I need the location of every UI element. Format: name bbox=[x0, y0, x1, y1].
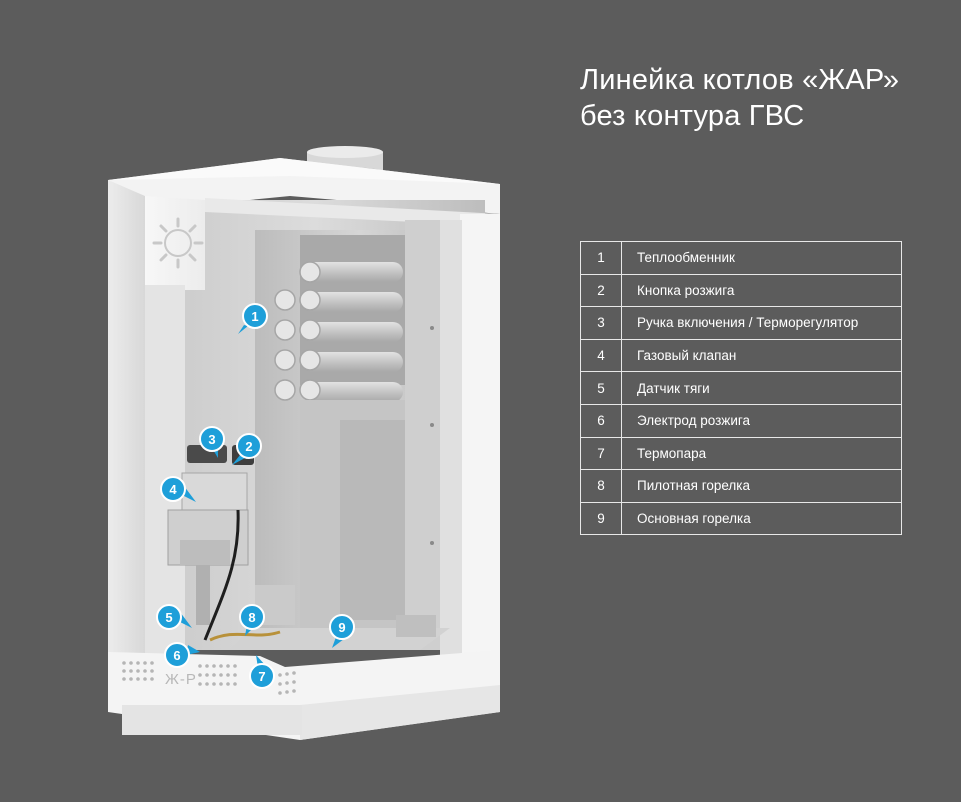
marker-label: 6 bbox=[173, 648, 180, 663]
marker-8: 8 bbox=[239, 604, 265, 636]
page-title: Линейка котлов «ЖАР» без контура ГВС bbox=[580, 62, 940, 134]
legend-label: Кнопка розжига bbox=[621, 273, 902, 308]
legend-num: 7 bbox=[580, 436, 622, 471]
legend-num: 3 bbox=[580, 306, 622, 340]
legend-label: Датчик тяги bbox=[621, 371, 902, 405]
legend-label: Газовый клапан bbox=[621, 338, 902, 373]
marker-6: 6 bbox=[164, 642, 200, 668]
left-side-panel bbox=[108, 180, 145, 712]
marker-label: 4 bbox=[169, 482, 177, 497]
heat-exchanger bbox=[274, 235, 405, 402]
legend-label: Пилотная горелка bbox=[621, 469, 902, 503]
boiler-logo-text: Ж-Р bbox=[165, 671, 197, 688]
legend-num: 8 bbox=[580, 469, 622, 503]
legend-label: Основная горелка bbox=[621, 501, 902, 536]
pilot-burner bbox=[209, 630, 281, 642]
marker-2: 2 bbox=[232, 433, 262, 465]
vent-holes bbox=[122, 661, 296, 695]
marker-7: 7 bbox=[249, 655, 275, 689]
legend-num: 1 bbox=[580, 241, 622, 275]
marker-1: 1 bbox=[238, 303, 268, 334]
marker-9: 9 bbox=[329, 614, 355, 648]
sun-logo-icon bbox=[152, 217, 204, 269]
marker-label: 1 bbox=[251, 309, 258, 324]
front-right-pillar bbox=[460, 214, 500, 712]
legend-label: Ручка включения / Терморегулятор bbox=[621, 306, 902, 340]
marker-label: 3 bbox=[208, 432, 215, 447]
marker-label: 2 bbox=[245, 439, 252, 454]
marker-5: 5 bbox=[156, 604, 192, 630]
marker-3: 3 bbox=[199, 426, 225, 458]
marker-label: 8 bbox=[248, 610, 255, 625]
marker-4: 4 bbox=[160, 476, 196, 502]
marker-label: 5 bbox=[165, 610, 172, 625]
front-left-pillar bbox=[145, 285, 185, 655]
legend-label: Термопара bbox=[621, 436, 902, 471]
marker-label: 9 bbox=[338, 620, 345, 635]
legend-label: Теплообменник bbox=[621, 241, 902, 275]
title-line-2: без контура ГВС bbox=[580, 100, 805, 132]
title-line-1: Линейка котлов «ЖАР» bbox=[580, 64, 900, 96]
marker-label: 7 bbox=[258, 669, 265, 684]
